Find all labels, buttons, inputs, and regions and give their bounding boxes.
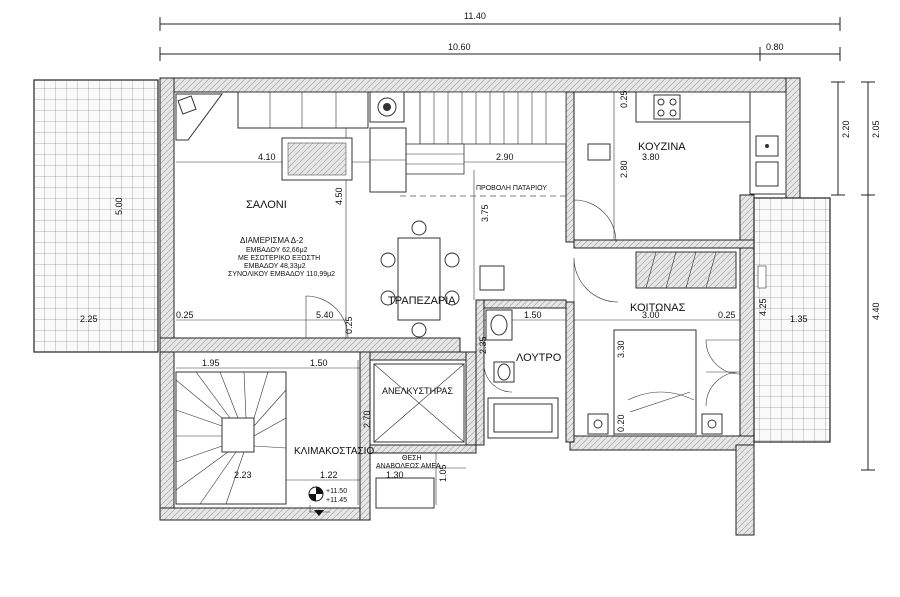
dim-left-balcony-width: 2.25 [80, 314, 98, 324]
dim-right-lower: 4.40 [871, 302, 881, 320]
dim-saloni-width: 4.10 [258, 152, 276, 162]
kitchen-counter [635, 91, 787, 195]
label-kouzina: ΚΟΥΖΙΝΑ [638, 141, 686, 153]
dim-bedroom-wall-b: 0.20 [616, 414, 626, 432]
label-anavoleos-amea: ΑΝΑΒΟΛΕΩΣ ΑΜΕΑ [376, 463, 441, 470]
dim-top-main: 10.60 [448, 42, 471, 52]
right-dimension-lines [831, 81, 875, 471]
entrance-arrow-icon [314, 510, 324, 516]
label-trapezaria: ΤΡΑΠΕΖΑΡΙΑ [388, 295, 456, 307]
dim-lift-slot-depth: 1.05 [438, 464, 448, 482]
dim-kitchen-gap: 0.25 [619, 90, 629, 108]
dim-left-balcony-height: 5.00 [114, 197, 124, 215]
apartment-area-info: ΔΙΑΜΕΡΙΣΜΑ Δ-2 ΕΜΒΑΔΟΥ 62,66μ2 ΜΕ ΕΣΩΤΕΡ… [228, 236, 335, 278]
dim-stair-bottom: 2.23 [234, 470, 252, 480]
internal-stair [403, 91, 567, 175]
dim-top-total: 11.40 [464, 11, 486, 21]
area-line-4: ΕΜΒΑΔΟΥ 48,33μ2 [244, 263, 306, 270]
top-dimension-lines [159, 17, 841, 61]
dim-bedroom-width: 3.00 [642, 310, 660, 320]
dim-bath-width: 1.50 [524, 310, 542, 320]
dining-table [380, 220, 460, 338]
area-line-2: ΕΜΒΑΔΟΥ 62,66μ2 [246, 247, 308, 254]
double-bed [587, 329, 723, 435]
dim-hall-gap: 0.25 [344, 316, 354, 334]
main-staircase [175, 371, 287, 505]
area-title: ΔΙΑΜΕΡΙΣΜΑ Δ-2 [240, 236, 304, 245]
area-line-3: ΜΕ ΕΣΩΤΕΡΙΚΟ ΕΞΩΣΤΗ [238, 255, 320, 262]
dim-stair-depth: 2.70 [362, 410, 372, 428]
dim-kitchen-width: 3.80 [642, 152, 660, 162]
label-loutro: ΛΟΥΤΡΟ [516, 352, 562, 364]
dim-right-balcony-width: 1.35 [790, 314, 808, 324]
dim-stair-top: 1.95 [202, 358, 220, 368]
dim-lift-slot-width: 1.30 [386, 470, 404, 480]
dim-landing-width: 1.22 [320, 470, 338, 480]
kitchen-chair [587, 143, 611, 161]
dim-bath-depth: 2.35 [478, 336, 488, 354]
ac-unit-icon [757, 265, 767, 289]
level-lower: +11.45 [326, 497, 347, 504]
dim-right-balcony-depth: 4.25 [758, 298, 768, 316]
level-upper: +11.50 [326, 488, 347, 495]
dim-bedroom-wall-a: 0.25 [718, 310, 736, 320]
dim-right-upper-b: 2.05 [871, 120, 881, 138]
dim-right-upper-a: 2.20 [841, 120, 851, 138]
label-thesi: ΘΕΣΗ [402, 455, 422, 462]
wheelchair-lift-slot [375, 477, 435, 509]
label-anelkystiras: ΑΝΕΛΚΥΣΤΗΡΑΣ [382, 386, 453, 396]
bathroom-fixtures [485, 309, 559, 439]
dim-wall-left: 0.25 [176, 310, 194, 320]
label-klimakostasio: ΚΛΙΜΑΚΟΣΤΑΣΙΟ [294, 446, 374, 457]
doors [305, 199, 741, 513]
corner-fireplace [175, 93, 223, 141]
dim-saloni-depth: 4.50 [334, 187, 344, 205]
dim-hall-width: 5.40 [316, 310, 334, 320]
dim-bedroom-depth: 3.30 [616, 340, 626, 358]
right-balcony [753, 197, 831, 443]
cabinet [479, 265, 505, 291]
elevator-shaft [373, 363, 465, 443]
dim-dining-width: 2.90 [496, 152, 514, 162]
dim-top-right: 0.80 [766, 42, 784, 52]
dim-dining-depth: 3.75 [480, 204, 490, 222]
sofa-set [237, 91, 407, 193]
level-marker-icon [308, 486, 324, 502]
label-saloni: ΣΑΛΟΝΙ [246, 199, 287, 211]
dim-stair-mid: 1.50 [310, 358, 328, 368]
label-koitonas: ΚΟΙΤΩΝΑΣ [630, 302, 686, 314]
dim-kitchen-depth: 2.80 [619, 160, 629, 178]
left-balcony [33, 79, 159, 353]
label-provoli-patariou: ΠΡΟΒΟΛΗ ΠΑΤΑΡΙΟΥ [476, 185, 547, 192]
walls [159, 77, 801, 536]
area-line-5: ΣΥΝΟΛΙΚΟΥ ΕΜΒΑΔΟΥ 110,99μ2 [228, 271, 335, 278]
